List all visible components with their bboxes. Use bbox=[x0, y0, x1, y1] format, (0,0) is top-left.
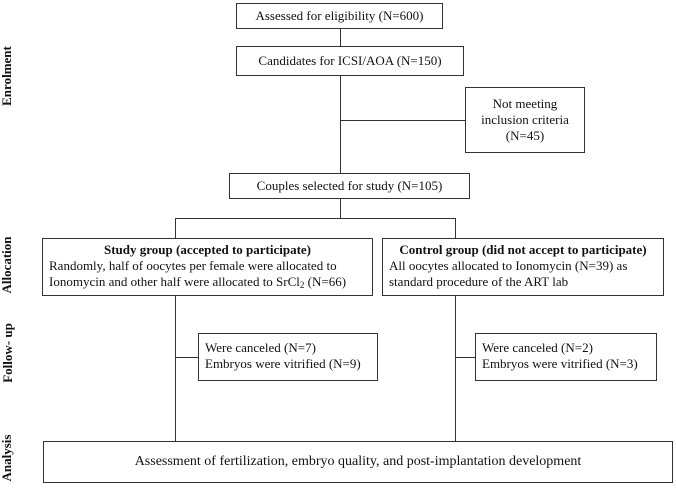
analysis-text: Assessment of fertilization, embryo qual… bbox=[134, 454, 582, 469]
connector-control-to-analysis bbox=[455, 296, 456, 441]
control-group-line-1: All oocytes allocated to Ionomycin (N=39… bbox=[389, 258, 628, 273]
phase-label-analysis: Analysis bbox=[0, 434, 14, 482]
control-group-box: Control group (did not accept to partici… bbox=[382, 238, 664, 296]
selected-text: Couples selected for study (N=105) bbox=[256, 178, 443, 193]
excluded-line-2: inclusion criteria bbox=[481, 112, 569, 127]
candidates-text: Candidates for ICSI/AOA (N=150) bbox=[258, 53, 442, 68]
connector-assessed-candidates bbox=[340, 28, 341, 46]
connector-split bbox=[175, 218, 456, 219]
control-follow-up-box: Were canceled (N=2) Embryos were vitrifi… bbox=[475, 333, 657, 381]
connector-study-to-analysis bbox=[175, 296, 176, 441]
phase-label-enrolment: Enrolment bbox=[0, 46, 14, 106]
study-group-line-2-post: (N=66) bbox=[304, 274, 347, 289]
phase-label-allocation: Allocation bbox=[0, 236, 14, 294]
connector-to-control bbox=[455, 218, 456, 238]
control-canceled-text: Were canceled (N=2) bbox=[482, 340, 593, 355]
selected-box: Couples selected for study (N=105) bbox=[229, 173, 470, 199]
connector-candidates-selected bbox=[340, 76, 341, 173]
connector-to-excluded bbox=[340, 120, 465, 121]
connector-study-follow bbox=[175, 357, 198, 358]
study-vitrified-text: Embryos were vitrified (N=9) bbox=[205, 356, 361, 371]
control-group-line-2: standard procedure of the ART lab bbox=[389, 274, 569, 289]
analysis-box: Assessment of fertilization, embryo qual… bbox=[43, 441, 673, 483]
study-canceled-text: Were canceled (N=7) bbox=[205, 340, 316, 355]
excluded-line-3: (N=45) bbox=[505, 128, 545, 143]
connector-to-study bbox=[175, 218, 176, 238]
study-group-line-2: Ionomycin and other half were allocated … bbox=[49, 274, 366, 293]
study-follow-up-box: Were canceled (N=7) Embryos were vitrifi… bbox=[198, 333, 378, 381]
assessed-text: Assessed for eligibility (N=600) bbox=[255, 8, 424, 23]
study-group-box: Study group (accepted to participate) Ra… bbox=[42, 238, 373, 296]
study-group-line-2-sub: 2 bbox=[299, 280, 305, 290]
control-vitrified-text: Embryos were vitrified (N=3) bbox=[482, 356, 638, 371]
phase-label-follow-up: Follow- up bbox=[0, 323, 15, 383]
control-group-title: Control group (did not accept to partici… bbox=[399, 242, 647, 257]
connector-control-follow bbox=[455, 357, 475, 358]
excluded-box: Not meeting inclusion criteria (N=45) bbox=[465, 87, 585, 153]
excluded-line-1: Not meeting bbox=[492, 96, 558, 111]
study-group-line-2-pre: Ionomycin and other half were allocated … bbox=[49, 274, 300, 289]
connector-selected-down bbox=[340, 198, 341, 218]
assessed-box: Assessed for eligibility (N=600) bbox=[236, 3, 443, 29]
candidates-box: Candidates for ICSI/AOA (N=150) bbox=[236, 46, 464, 76]
study-group-title: Study group (accepted to participate) bbox=[103, 242, 312, 257]
study-group-line-1: Randomly, half of oocytes per female wer… bbox=[49, 258, 337, 273]
